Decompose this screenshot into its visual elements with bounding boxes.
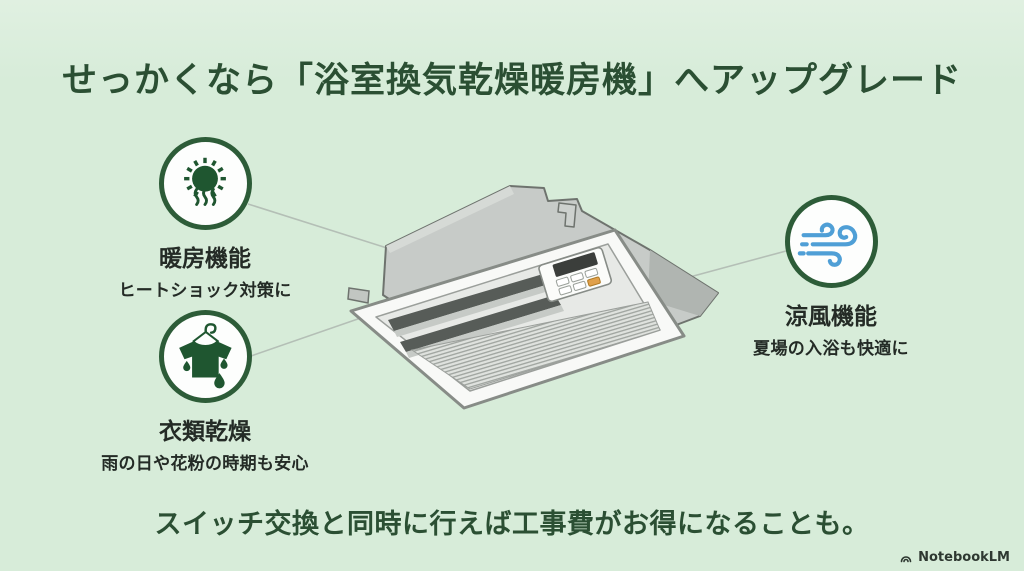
unit-control-panel [538, 246, 613, 303]
control-button [570, 272, 584, 283]
control-display [552, 252, 598, 277]
unit-housing-highlight [386, 186, 514, 253]
notebooklm-logo-icon [900, 555, 912, 562]
unit-left-bracket [347, 287, 370, 304]
page-title: せっかくなら「浴室換気乾燥暖房機」へアップグレード [61, 61, 962, 101]
feature-heating-label: 暖房機能 [159, 246, 251, 272]
watermark: NotebookLM [899, 550, 1010, 565]
watermark-label: NotebookLM [918, 550, 1010, 565]
wind-icon [797, 222, 858, 267]
sun-heat-icon [184, 157, 226, 206]
control-button [555, 276, 570, 287]
control-button-orange [587, 276, 601, 287]
footer-note: スイッチ交換と同時に行えば工事費がお得になることも。 [154, 509, 870, 540]
connector-laundry [250, 311, 379, 357]
feature-cool-label: 涼風機能 [785, 304, 877, 330]
feature-cool: 涼風機能 夏場の入浴も快適に [711, 195, 951, 359]
control-button [584, 267, 599, 278]
connector-heating [247, 203, 388, 249]
control-button [558, 285, 573, 296]
shirt-drying-icon [179, 322, 232, 388]
feature-laundry-label: 衣類乾燥 [159, 419, 251, 445]
laundry-icon-circle [158, 310, 252, 403]
unit-top-bracket [557, 202, 577, 228]
feature-cool-subtitle: 夏場の入浴も快適に [753, 339, 909, 359]
heating-icon-circle [158, 137, 252, 230]
unit-housing-shade [648, 250, 718, 316]
unit-intake-grille [410, 301, 661, 390]
control-button [572, 280, 587, 291]
feature-heating-subtitle: ヒートショック対策に [118, 281, 292, 301]
feature-heating: 暖房機能 ヒートショック対策に [85, 137, 325, 301]
feature-laundry-subtitle: 雨の日や花粉の時期も安心 [101, 454, 309, 474]
feature-laundry: 衣類乾燥 雨の日や花粉の時期も安心 [85, 310, 325, 474]
cool-icon-circle [784, 195, 878, 288]
